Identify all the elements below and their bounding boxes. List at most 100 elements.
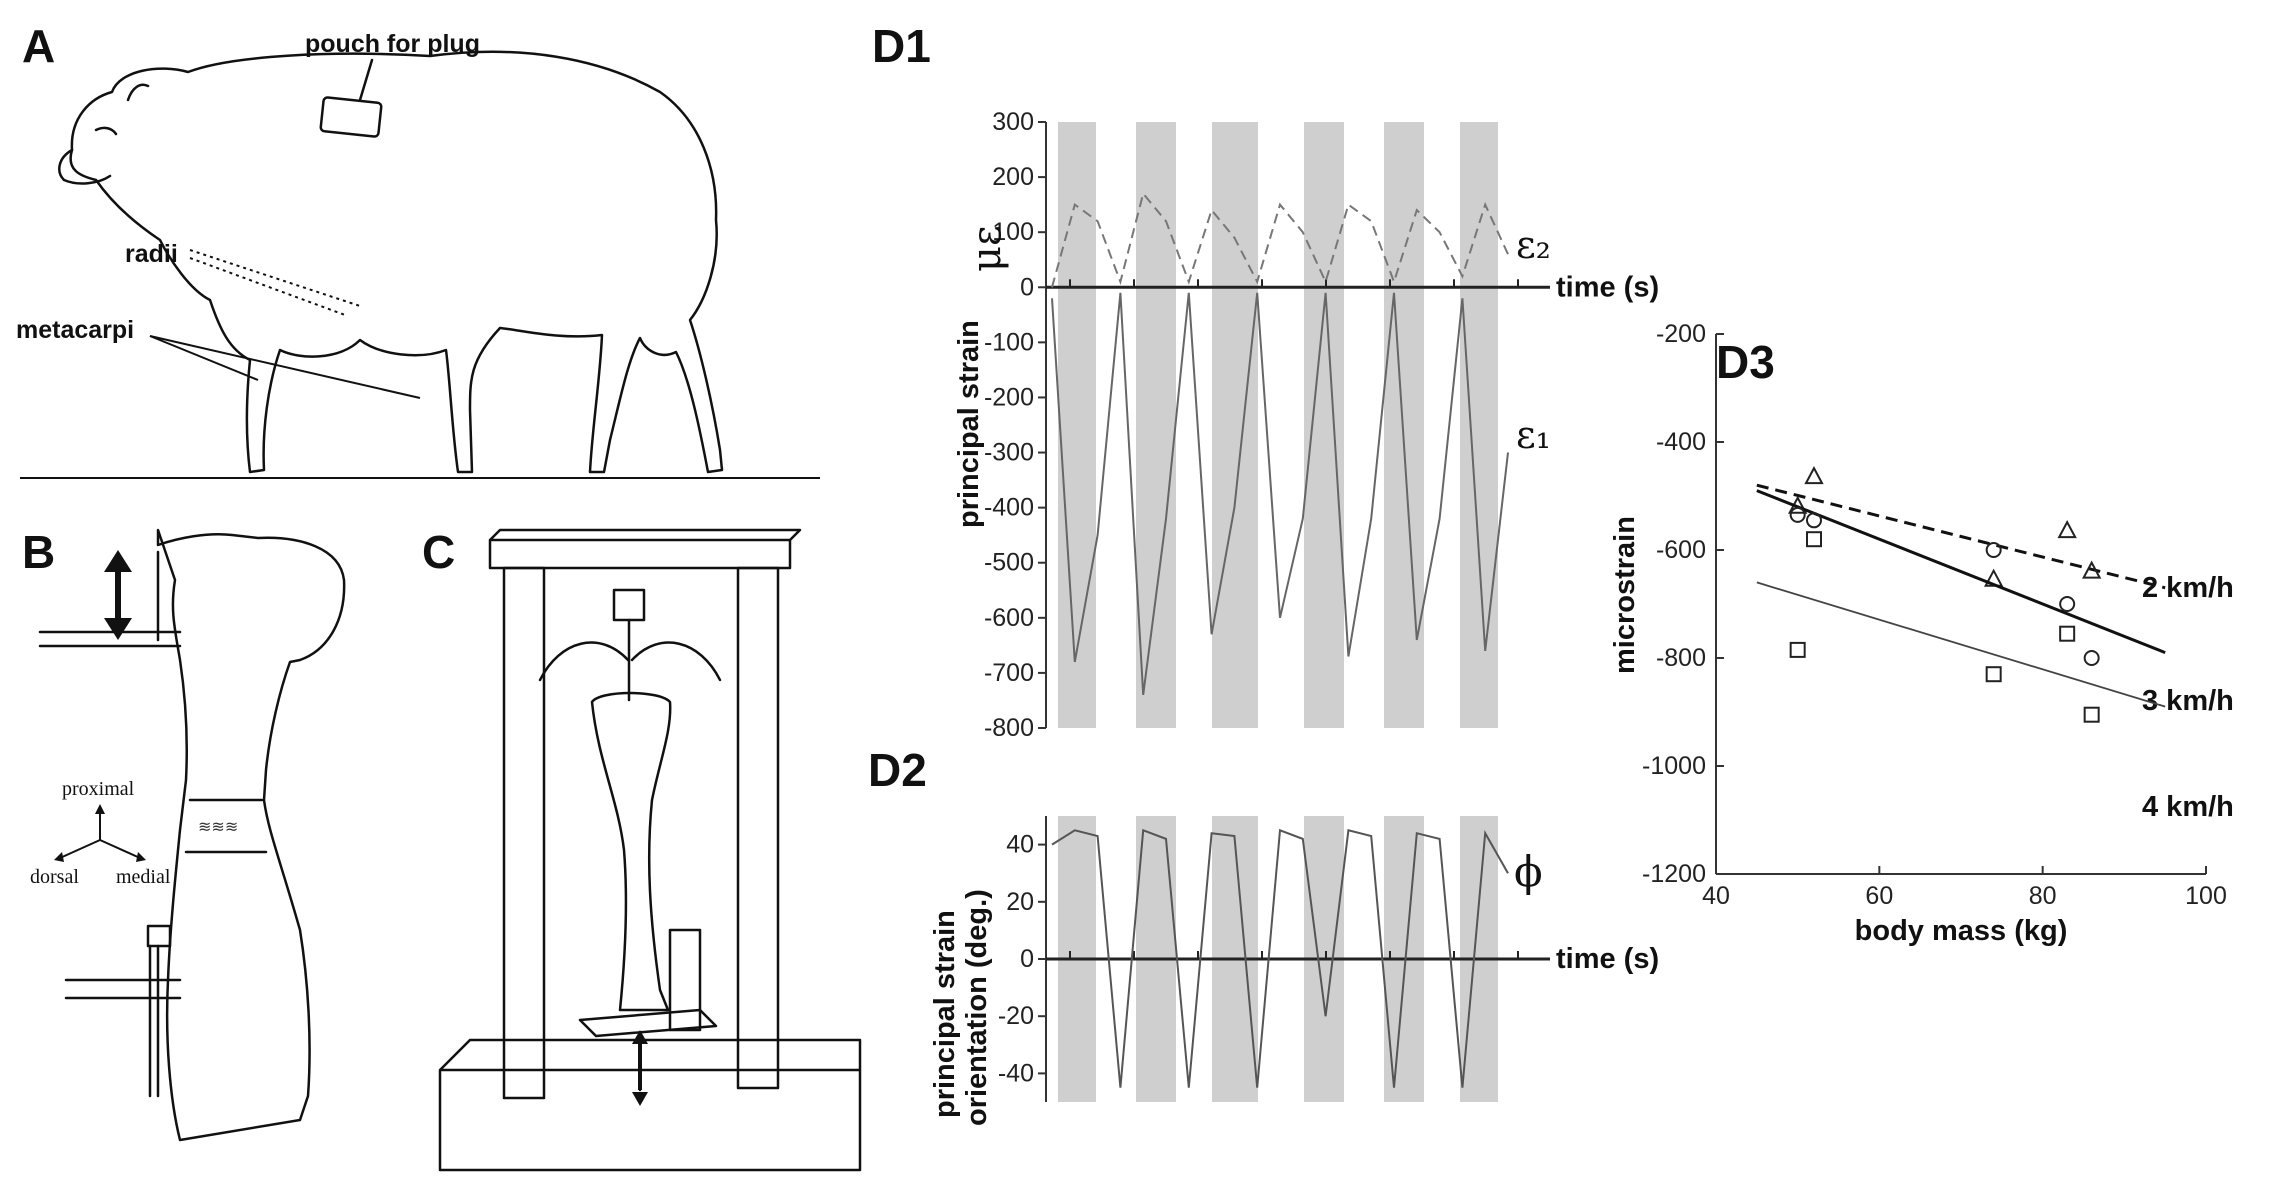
d3-point-square-0 [1789,641,1806,658]
frame-column-left [502,566,546,1100]
sheep-illustration [20,50,820,479]
d3-point-circle-4 [2083,650,2100,666]
frame-top-plate [488,528,802,570]
panel-label-a: A [22,20,55,72]
d3-ylabel: microstrain [1609,516,1641,674]
d1-stance-band-4 [1384,122,1424,728]
d2-ylabel-line1: principal strain [929,910,961,1118]
loading-frame-illustration [438,528,862,1172]
d3-xtick-label-2: 80 [2029,882,2057,910]
d1-series-eps1 [1051,292,1509,696]
d3-ytick-label-4: -1000 [1642,752,1706,780]
chart-d1-principal-strain: 300 200 100 0 -100 -200 -300 -400 -500 -600 -700 -8… [953,108,1659,742]
d3-xtick-label-0: 40 [1702,882,1730,910]
d3-ytick-label-2: -600 [1656,536,1706,564]
loading-platform [578,1008,718,1038]
d1-series-eps2 [1051,191,1509,288]
load-arrow-up [104,550,132,572]
d1-stance-band-2 [1212,122,1258,728]
sheep-face [58,83,150,185]
strain-gauge-mark: ≋≋≋ [198,817,238,836]
d3-point-square-3 [2059,625,2076,642]
sheep-body-outline [69,50,724,474]
d3-point-square-1 [1806,531,1822,548]
d1-stance-band-0 [1058,122,1096,728]
label-proximal: proximal [62,778,135,800]
bone-clamp-illustration: ≋≋≋ [38,528,346,1142]
d1-ytick-label-3: 0 [1020,273,1034,301]
d1-ytick-label-2: 100 [992,218,1034,246]
panel-label-d1: D1 [872,20,931,72]
d2-ytick-label-2: 0 [1020,945,1034,973]
d2-ylabel-line2: orientation (deg.) [961,889,993,1126]
medial-arrow [99,839,141,859]
panel-label-c: C [422,526,455,578]
d2-ytick-label-3: -20 [998,1002,1034,1030]
d1-legend-eps1: ε₁ [1516,413,1551,457]
d2-ytick-label-0: 40 [1006,831,1034,859]
load-cell [612,588,646,622]
d1-ytick-label-6: -300 [984,439,1034,467]
label-radii: radii [125,240,178,268]
radius-leader-a [189,249,361,307]
d1-ytick-label-0: 300 [992,108,1034,136]
d2-ytick-label-1: 20 [1006,888,1034,916]
d1-ytick-label-1: 200 [992,163,1034,191]
d1-ytick-label-7: -400 [984,494,1034,522]
proximal-arrowhead [95,804,105,814]
panel-label-b: B [22,526,55,578]
panel-label-d2: D2 [868,744,927,796]
d2-series-label-phi: ϕ [1514,847,1543,896]
platform-arrow-up [632,1030,648,1044]
medial-arrowhead [136,852,146,862]
d1-stance-band-5 [1460,122,1498,728]
d3-fit-line-1 [1756,489,2166,654]
d1-ytick-label-4: -100 [984,328,1034,356]
fixture-plate [668,928,702,1032]
dorsal-arrowhead [54,852,64,862]
d3-xtick-label-1: 60 [1865,882,1893,910]
d3-series-label-2: 4 km/h [2142,791,2234,823]
platform-arrow-down [632,1092,648,1106]
d3-ytick-label-5: -1200 [1642,860,1706,888]
d1-ylabel-unit: με [964,225,1010,272]
d1-xlabel: time (s) [1556,271,1659,303]
d3-point-triangle-1 [1804,465,1824,485]
d3-xtick-label-3: 100 [2185,882,2227,910]
d1-stance-band-3 [1304,122,1344,728]
d3-point-circle-2 [1985,542,2002,558]
d1-ylabel: principal strain [953,320,985,528]
d3-xlabel: body mass (kg) [1855,915,2068,947]
d1-ytick-label-8: -500 [984,549,1034,577]
d1-ytick-label-5: -200 [984,383,1034,411]
d3-point-triangle-4 [2082,560,2102,579]
d1-legend-eps2: ε₂ [1516,223,1551,267]
d3-ytick-label-0: -200 [1656,320,1706,348]
d3-ytick-label-3: -800 [1656,644,1706,672]
label-metacarpi: metacarpi [16,316,134,344]
frame-column-right [736,566,780,1090]
d1-ytick-label-9: -600 [984,604,1034,632]
d3-fit-line-2 [1756,581,2166,708]
label-dorsal: dorsal [30,866,79,888]
pouch-for-plug-box [319,96,383,138]
clamp-screw-head [146,924,172,948]
d3-point-circle-1 [1806,512,1822,529]
d2-series-phi [1051,828,1509,1088]
d3-point-triangle-3 [2057,519,2077,539]
load-arrow-down [104,618,132,640]
label-pouch-for-plug: pouch for plug [305,30,480,58]
d3-point-circle-0 [1789,506,1806,523]
bone-outline [156,528,346,1142]
label-medial: medial [116,866,171,888]
metacarpus-leader-b [149,335,421,399]
d2-ytick-label-4: -40 [998,1059,1034,1087]
d1-ytick-label-11: -800 [984,714,1034,742]
d3-ytick-label-1: -400 [1656,428,1706,456]
d3-series-label-1: 3 km/h [2142,685,2234,717]
panel-label-d3: D3 [1716,336,1775,388]
d1-ytick-label-10: -700 [984,659,1034,687]
d3-point-square-4 [2083,706,2100,723]
